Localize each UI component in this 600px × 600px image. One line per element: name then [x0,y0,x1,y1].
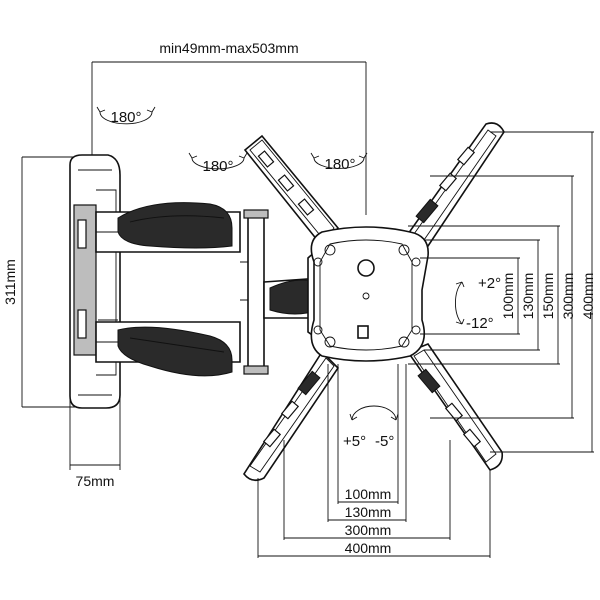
head-swivel-indicator: 180° [310,152,368,173]
swivel-right-label: -5° [375,433,394,450]
wall-plate [69,154,121,409]
middle-swivel-indicator: 180° [188,152,248,175]
horizontal-130-label: 130mm [345,504,392,520]
upper-arm [95,202,241,253]
vesa-bracket [243,122,505,482]
vertical-300-label: 300mm [560,273,576,320]
vertical-100-label: 100mm [500,273,516,320]
tilt-down-label: -12° [466,315,494,332]
swivel-left-label: +5° [343,433,366,450]
horizontal-dimensions: 100mm 130mm 300mm 400mm [257,364,491,558]
wall-plate-height-label: 311mm [2,259,18,305]
middle-swivel-label: 180° [202,158,233,175]
head-swivel-label: 180° [324,156,355,173]
arm-swivel-label: 180° [110,109,141,126]
swivel-indicator: +5° -5° [343,405,399,450]
horizontal-300-label: 300mm [345,522,392,538]
lower-arm [95,321,241,377]
arm-extension-dimension: min49mm-max503mm [91,40,367,215]
wall-plate-height-dimension: 311mm [2,156,88,408]
horizontal-400-label: 400mm [345,540,392,556]
vertical-dimensions: 100mm 130mm 150mm 300mm 400mm [408,131,596,453]
tilt-indicator: +2° -12° [454,275,501,332]
wall-plate-width-label: 75mm [76,473,115,489]
wall-plate-width-dimension: 75mm [69,395,121,489]
tilt-up-label: +2° [478,275,501,292]
vertical-150-label: 150mm [540,273,556,320]
horizontal-100-label: 100mm [345,486,392,502]
head-plate [310,226,429,362]
arm-extension-label: min49mm-max503mm [159,40,298,56]
vertical-400-label: 400mm [580,273,596,320]
arm-swivel-indicator: 180° [96,106,156,126]
vertical-130-label: 130mm [520,273,536,320]
